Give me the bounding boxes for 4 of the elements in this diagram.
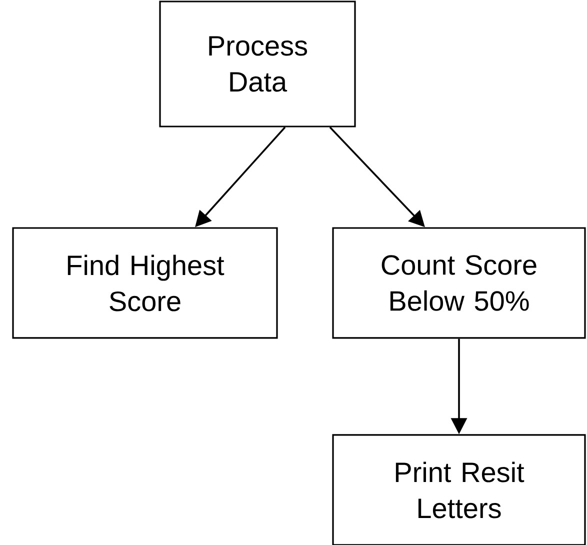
process-box: Print Resit Letters — [332, 434, 586, 545]
process-box: Find Highest Score — [12, 227, 278, 339]
process-box: Process Data — [159, 0, 356, 128]
process-box: Count Score Below 50% — [332, 227, 586, 339]
